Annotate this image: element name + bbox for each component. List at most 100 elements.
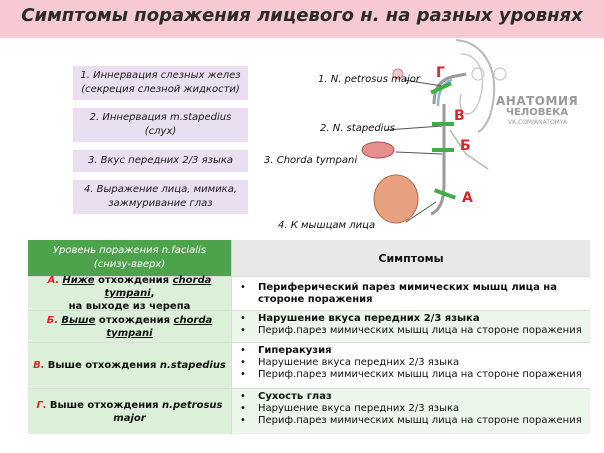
- symptom-item: • Нарушение вкуса передних 2/3 языка: [240, 403, 590, 415]
- function-box-stapedius: 2. Иннервация m.stapedius(слух): [73, 108, 248, 142]
- table-row: А. Ниже отхождения chorda tympani, на вы…: [28, 275, 590, 312]
- level-cell: Б. Выше отхождения chorda tympani: [28, 311, 231, 342]
- level-text: Выше отхождения: [49, 399, 163, 411]
- label-stapedius: 2. N. stapedius: [320, 123, 395, 134]
- table-row: Б. Выше отхождения chorda tympani •Наруш…: [28, 310, 590, 342]
- level-text: chorda tympani: [106, 314, 213, 339]
- symptom-item: • Периф.парез мимических мышц лица на сто…: [240, 369, 590, 381]
- symptom-item: • Периф.парез мимических мышц лица на сто…: [240, 325, 590, 337]
- label-facial-muscles: 4. К мышцам лица: [278, 220, 376, 231]
- table-header: Уровень поражения n.facialis (снизу-вверх…: [28, 240, 590, 276]
- label-petrosus-major: 1. N. petrosus major: [318, 74, 421, 85]
- symptom-text: Периф.парез мимических мышц лица на стор…: [258, 325, 582, 336]
- header-symptoms: Симптомы: [231, 240, 590, 276]
- level-marker-v: [432, 122, 454, 126]
- level-text: n.petrosus major: [113, 399, 223, 424]
- bullet: •: [240, 415, 246, 426]
- watermark-line-1: АНАТОМИЯ: [496, 94, 579, 108]
- symptom-item: • Гиперакузия: [240, 345, 590, 357]
- function-box-taste: 3. Вкус передних 2/3 языка: [73, 150, 248, 172]
- nerve-schematic: [361, 39, 507, 224]
- inner-ear-circle: [493, 67, 507, 81]
- bullet: •: [240, 357, 246, 368]
- symptom-item: • Периф.парез мимических мышц лица на сто…: [240, 415, 590, 427]
- level-marker-a: [433, 188, 457, 200]
- jaw-outline: [449, 129, 489, 170]
- level-letter: А.: [47, 275, 60, 286]
- bullet: •: [240, 403, 246, 414]
- bullet: •: [240, 369, 246, 380]
- symptom-text: Периферический парез мимических мышц лиц…: [258, 281, 557, 305]
- page-title: Симптомы поражения лицевого н. на разных…: [21, 5, 583, 26]
- level-text: Выше: [61, 314, 96, 326]
- level-letter: Б.: [46, 314, 59, 326]
- level-letter-v: В: [454, 108, 465, 124]
- level-letter: Г.: [36, 399, 47, 411]
- table-row: В. Выше отхождения n.stapedius • Гипераку…: [28, 342, 590, 388]
- symptoms-cell: • Сухость глаз • Нарушение вкуса передних …: [231, 389, 590, 434]
- petrosus-line: [403, 79, 443, 87]
- symptom-text: Сухость глаз: [258, 391, 332, 402]
- symptoms-cell: • Периферический парез мимических мышц ли…: [231, 277, 590, 310]
- function-box-line: 4. Выражение лица, мимика,: [83, 184, 238, 195]
- lesion-level-table: Уровень поражения n.facialis (снизу-вверх…: [28, 240, 590, 434]
- level-cell: Г. Выше отхождения n.petrosus major: [28, 389, 231, 434]
- watermark-line-3: VK.COM/ANATOMYA: [508, 119, 568, 126]
- symptom-text: Нарушение вкуса передних 2/3 языка: [258, 403, 460, 414]
- tongue-icon: [361, 141, 395, 159]
- eye-icon: [392, 68, 404, 80]
- level-text: n.stapedius: [159, 360, 226, 371]
- bullet: •: [240, 391, 246, 402]
- muscles-line: [405, 201, 437, 223]
- facial-nerve-trunk: [430, 104, 446, 216]
- symptom-text: Нарушение вкуса передних 2/3 языка: [258, 357, 460, 368]
- table-row: Г. Выше отхождения n.petrosus major • Сух…: [28, 388, 590, 434]
- bullet: •: [240, 313, 246, 324]
- symptoms-cell: • Гиперакузия • Нарушение вкуса передних 2…: [231, 343, 590, 388]
- level-marker-b: [432, 148, 454, 152]
- head-outline: [455, 39, 496, 133]
- function-box-lacrimal: 1. Иннервация слезных желез(секреция сле…: [73, 66, 248, 100]
- symptom-text: Периф.парез мимических мышц лица на стор…: [258, 415, 582, 426]
- level-text: на выходе из черепа: [68, 301, 191, 312]
- symptom-item: • Периферический парез мимических мышц ли…: [240, 282, 590, 306]
- symptoms-cell: •Нарушение вкуса передних 2/3 языка • Пер…: [231, 311, 590, 342]
- level-text: ,: [150, 288, 155, 299]
- level-text: chorda tympani: [104, 275, 212, 299]
- title-bar: [0, 0, 604, 38]
- watermark-line-2: ЧЕЛОВЕКА: [506, 107, 569, 118]
- level-cell: А. Ниже отхождения chorda tympani, на вы…: [28, 275, 231, 312]
- symptom-item: • Нарушение вкуса передних 2/3 языка: [240, 357, 590, 369]
- level-letter: В.: [33, 360, 45, 371]
- level-letter-g: Г: [436, 65, 445, 81]
- level-text: отхождения: [94, 275, 173, 286]
- function-box-line: зажмуривание глаз: [108, 198, 213, 209]
- level-cell: В. Выше отхождения n.stapedius: [28, 343, 231, 388]
- label-chorda-tympani: 3. Chorda tympani: [264, 155, 358, 166]
- facial-nerve-diagram: 1. N. petrosus major 2. N. stapedius 3. …: [256, 34, 604, 240]
- inner-ear-circle: [471, 67, 485, 81]
- face-muscles-icon: [373, 174, 419, 224]
- header-level-line: Уровень поражения n.facialis: [52, 245, 207, 256]
- stapedius-line: [385, 125, 443, 131]
- symptom-item: • Сухость глаз: [240, 391, 590, 403]
- function-box-line: 3. Вкус передних 2/3 языка: [87, 155, 234, 166]
- bullet: •: [240, 281, 246, 293]
- facial-nerve-upper: [432, 72, 467, 105]
- function-box-line: 2. Иннервация m.stapedius: [89, 112, 232, 123]
- bullet: •: [240, 325, 246, 336]
- symptom-item: •Нарушение вкуса передних 2/3 языка: [240, 313, 590, 325]
- bullet: •: [240, 345, 246, 356]
- level-marker-g: [430, 81, 452, 95]
- level-letter-b: Б: [460, 138, 471, 154]
- level-letter-a: А: [462, 190, 473, 206]
- level-text: Выше отхождения: [47, 360, 160, 371]
- symptom-text: Периф.парез мимических мышц лица на стор…: [258, 369, 582, 380]
- ear-outline: [459, 53, 484, 115]
- chorda-line: [395, 151, 443, 155]
- level-text: Ниже: [62, 275, 95, 286]
- header-level-line: (снизу-вверх): [93, 259, 166, 270]
- symptom-text: Гиперакузия: [258, 345, 332, 356]
- header-level: Уровень поражения n.facialis (снизу-вверх…: [28, 240, 231, 276]
- level-text: отхождения: [95, 314, 174, 326]
